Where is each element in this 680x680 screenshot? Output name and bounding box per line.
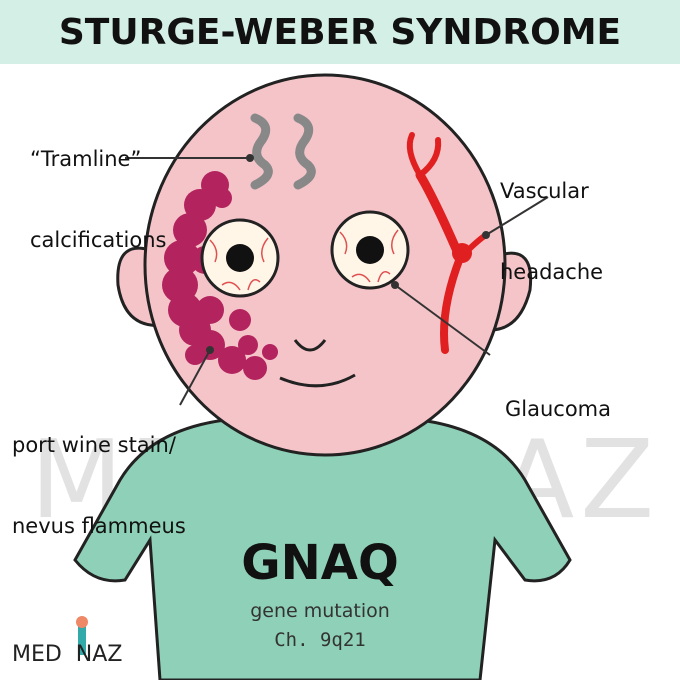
gene-name: GNAQ — [241, 535, 399, 591]
tramline-calcifications — [250, 113, 316, 190]
title-banner — [0, 0, 680, 64]
aneurysm — [452, 243, 472, 263]
right-eye — [330, 210, 410, 290]
label-glaucoma: Glaucoma — [505, 397, 612, 421]
label-tramline: “Tramline” calcifications — [30, 147, 167, 252]
label-port-wine-stain: port wine stain/ nevus flammeus — [12, 433, 186, 538]
port-wine-stain — [162, 171, 278, 380]
mouth — [279, 373, 356, 388]
chromosome-locus: Ch. 9q21 — [274, 629, 366, 651]
left-eye — [200, 218, 280, 298]
leader-lines — [125, 154, 549, 406]
page-title: STURGE-WEBER SYNDROME — [58, 12, 622, 53]
label-vascular-headache: Vascular headache — [500, 179, 604, 284]
brand-logo-icon — [76, 616, 88, 655]
gene-mutation-text: gene mutation — [250, 600, 390, 622]
brand-logo: MED NAZ — [12, 642, 123, 667]
nose — [293, 339, 327, 352]
